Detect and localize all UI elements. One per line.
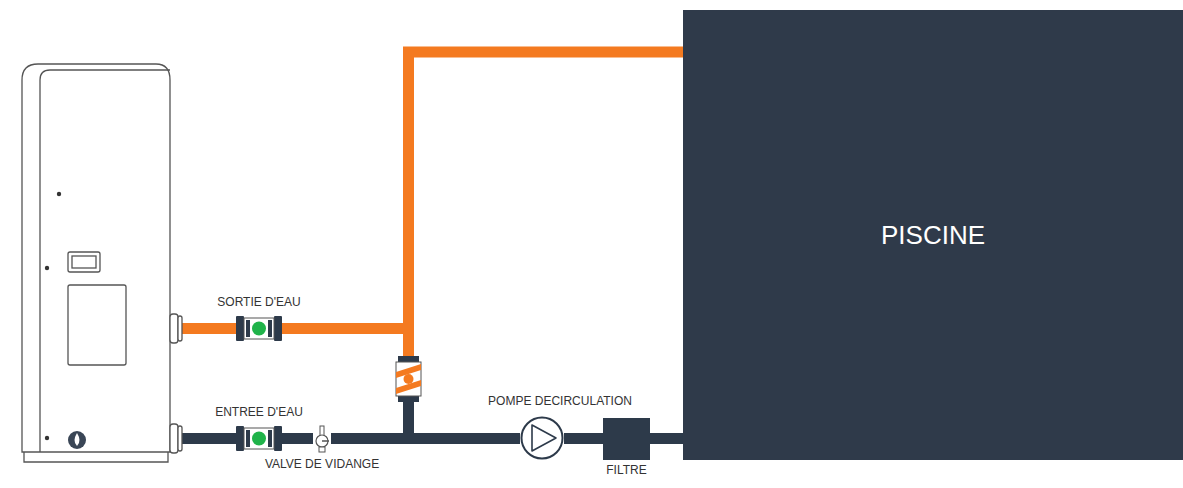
pipe (282, 433, 313, 444)
screw-dot (45, 436, 49, 440)
part-label: POMPE DECIRCULATION (488, 394, 632, 408)
circulation-pump: POMPE DECIRCULATION (520, 416, 564, 460)
heat-pump (22, 64, 182, 462)
valve-symbol (236, 315, 282, 342)
part-label: FILTRE (606, 463, 646, 477)
shutoff-valve: ENTREE D'EAU (236, 425, 282, 452)
valve-symbol (236, 425, 282, 452)
part-label: SORTIE D'EAU (217, 295, 300, 309)
screw-dot (45, 266, 49, 270)
pool-box: PISCINE (683, 10, 1183, 460)
pipe (564, 433, 603, 444)
part-label: VALVE DE VIDANGE (265, 457, 379, 471)
pump-symbol (520, 416, 564, 460)
screw-dot (57, 192, 61, 196)
bypass-pipe (403, 330, 414, 358)
bypass-pipe (403, 400, 414, 436)
part-label: ENTREE D'EAU (215, 405, 303, 419)
pool-title: PISCINE (881, 220, 985, 251)
drain-icon (75, 433, 80, 446)
pipe (331, 433, 520, 444)
drain-valve: VALVE DE VIDANGE (313, 424, 331, 454)
drain-icon (68, 431, 86, 449)
shutoff-valve: SORTIE D'EAU (236, 315, 282, 342)
pipe (650, 433, 683, 444)
filter-box: FILTRE (603, 418, 650, 460)
filter-symbol (603, 418, 650, 460)
bypass-valve (396, 356, 421, 402)
pipe (282, 52, 683, 329)
drain-symbol (313, 424, 331, 454)
